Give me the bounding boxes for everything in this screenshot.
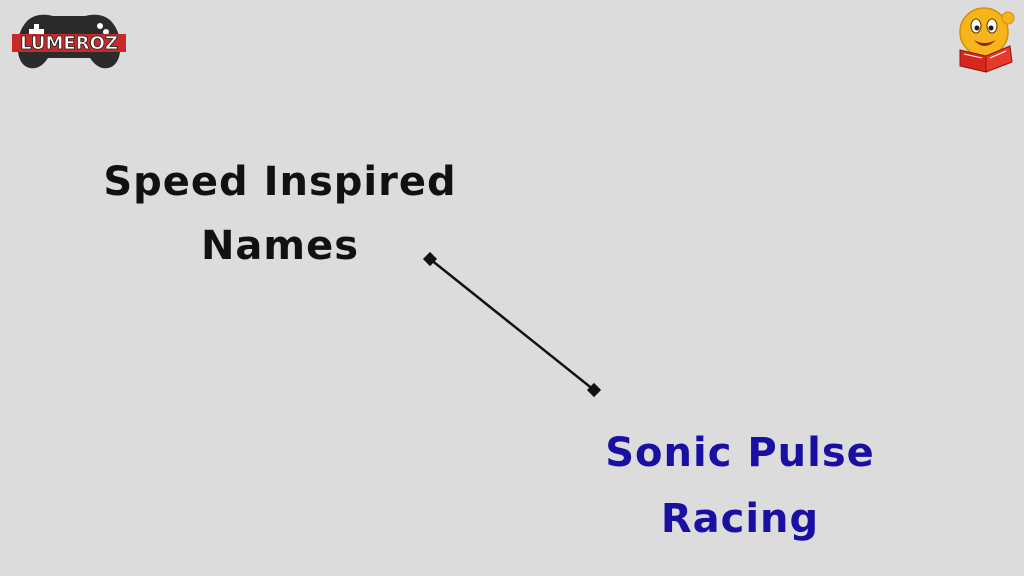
suggestion-line-2: Racing [660,496,820,542]
title-line-2: Names [200,223,360,269]
reading-emoji-icon [950,4,1020,74]
title-line-1: Speed Inspired [103,159,457,205]
gamepad-icon: LUMEROZ [12,14,126,69]
logo-text: LUMEROZ [20,33,118,54]
connector-end-marker [586,382,602,398]
page-title: Speed Inspired Names [60,150,500,278]
lumeroz-logo: LUMEROZ [8,8,130,74]
suggestion-line-1: Sonic Pulse [605,430,875,476]
name-suggestion: Sonic Pulse Racing [560,420,920,552]
